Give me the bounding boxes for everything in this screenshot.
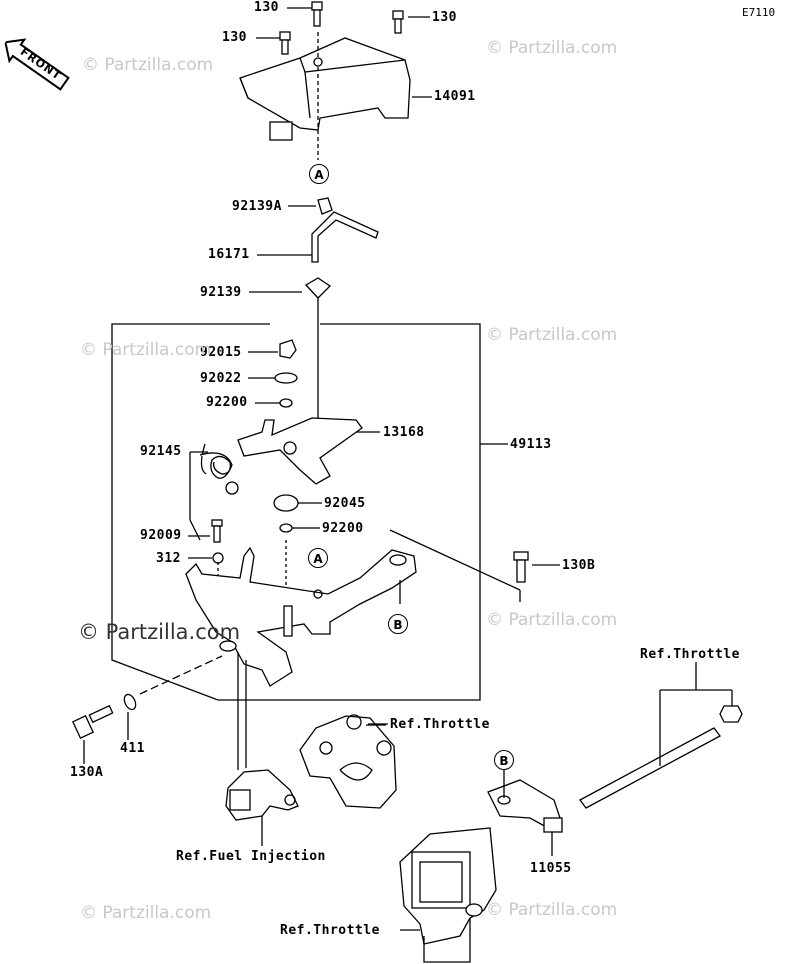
bolt-130a-icon (71, 704, 114, 739)
washer-92022-icon (274, 372, 298, 384)
label-49113: 49113 (510, 437, 552, 452)
throttle-body-lower-icon (399, 827, 497, 963)
watermark: © Partzilla.com (80, 903, 212, 923)
washer-92200b-icon (279, 523, 293, 533)
callout-a-top: A (309, 164, 329, 184)
label-ref-throttle-2: Ref.Throttle (640, 647, 740, 662)
bolt-130b-icon (513, 551, 529, 583)
label-13168: 13168 (383, 425, 425, 440)
lever-13168-icon (237, 417, 380, 485)
bolt-130-left-icon (279, 31, 291, 55)
label-ref-throttle-3: Ref.Throttle (280, 923, 380, 938)
bracket-plate-icon (185, 529, 521, 687)
label-312: 312 (156, 551, 181, 566)
watermark: © Partzilla.com (80, 340, 212, 360)
clip-92139-icon (304, 277, 332, 299)
clip-92139a-icon (317, 197, 333, 215)
bolt-130-top-icon (311, 1, 323, 27)
throttle-lever-icon (487, 760, 563, 856)
label-130-2: 130 (432, 10, 457, 25)
watermark: © Partzilla.com (82, 55, 214, 75)
washer-92200-icon (279, 398, 293, 408)
front-arrow-icon: FRONT (0, 30, 75, 97)
callout-a-mid: A (308, 548, 328, 568)
label-92200b: 92200 (322, 521, 364, 536)
label-92015: 92015 (200, 345, 242, 360)
nut-312-icon (212, 552, 224, 564)
label-92139: 92139 (200, 285, 242, 300)
watermark: © Partzilla.com (486, 38, 618, 58)
label-92200a: 92200 (206, 395, 248, 410)
watermark: © Partzilla.com (78, 620, 241, 644)
throttle-body-upper-icon (299, 714, 397, 809)
nut-92015-icon (279, 339, 297, 359)
rod-16171-icon (311, 211, 379, 263)
label-130-3: 130 (222, 30, 247, 45)
label-411: 411 (120, 741, 145, 756)
label-92139a: 92139A (232, 199, 282, 214)
label-ref-fuel-injection: Ref.Fuel Injection (176, 849, 326, 864)
label-ref-throttle-1: Ref.Throttle (390, 717, 490, 732)
spring-92145-icon (199, 443, 239, 495)
ecu-cover-icon (239, 32, 411, 160)
label-92145: 92145 (140, 444, 182, 459)
diagram-code: E7110 (742, 6, 776, 19)
callout-b-mid: B (388, 614, 408, 634)
label-14091: 14091 (434, 89, 476, 104)
label-16171: 16171 (208, 247, 250, 262)
bolt-92009-icon (211, 519, 223, 527)
label-92009: 92009 (140, 528, 182, 543)
label-11055: 11055 (530, 861, 572, 876)
bolt-130-right-icon (392, 10, 404, 34)
callout-b-low: B (494, 750, 514, 770)
label-130a: 130A (70, 765, 104, 780)
label-92022: 92022 (200, 371, 242, 386)
label-92045: 92045 (324, 496, 366, 511)
watermark: © Partzilla.com (486, 610, 618, 630)
watermark: © Partzilla.com (486, 900, 618, 920)
label-130b: 130B (562, 558, 596, 573)
throttle-nut-icon (719, 705, 743, 723)
assembly-outline (111, 323, 481, 701)
throttle-sensor-icon (225, 769, 299, 846)
watermark: © Partzilla.com (486, 325, 618, 345)
washer-411-icon (123, 693, 137, 711)
label-130-1: 130 (254, 0, 279, 15)
throttle-rod-icon (579, 662, 743, 809)
collar-92045-icon (273, 494, 299, 512)
